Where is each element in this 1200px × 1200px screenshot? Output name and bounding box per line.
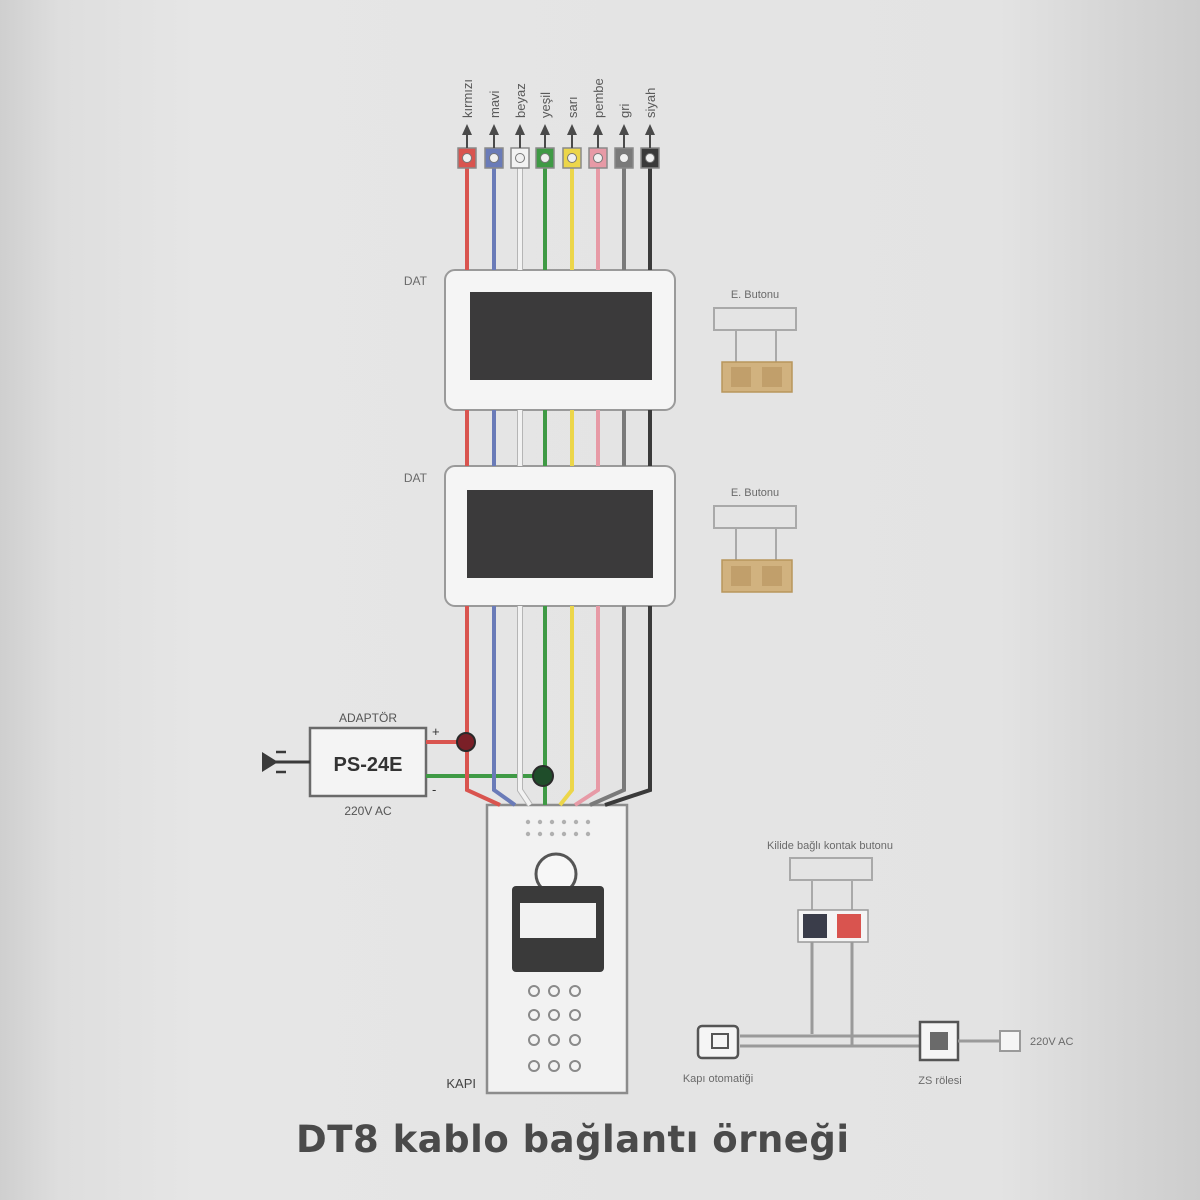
adapter-minus: -	[432, 782, 436, 797]
arrow-up-icon	[540, 124, 550, 135]
wire-layer: kırmızı mavi beyaz yeşil sarı pembe gri siyah	[456, 78, 660, 807]
arrow-up-icon	[567, 124, 577, 135]
adapter-title: ADAPTÖR	[339, 711, 397, 725]
speaker-grille	[525, 819, 591, 837]
contact-button-label: Kilide bağlı kontak butonu	[767, 840, 893, 852]
wire-4-label: yeşil	[538, 92, 553, 118]
wire-5: sarı	[558, 96, 582, 807]
arrow-up-icon	[489, 124, 499, 135]
door-panel	[485, 803, 629, 1095]
lock-label: Kapı otomatiği	[683, 1073, 753, 1085]
junction-positive	[456, 732, 476, 752]
arrow-up-icon	[462, 124, 472, 135]
monitor-2-screen	[467, 490, 653, 578]
wire-5-label: sarı	[565, 96, 580, 118]
monitor-1-label: DAT	[404, 274, 428, 288]
junction-negative	[532, 765, 554, 787]
diagram-labels: DAT DAT E. Butonu E. Butonu ADAPTÖR PS-2…	[334, 274, 1074, 1091]
monitor-1-aux-button	[713, 307, 797, 393]
wire-6-label: pembe	[591, 78, 606, 118]
monitor-1-aux-label: E. Butonu	[731, 289, 779, 301]
relay-label: ZS rölesi	[918, 1075, 961, 1087]
adapter-model: PS-24E	[334, 754, 403, 776]
wire-3: beyaz	[510, 83, 533, 807]
wire-2-label: mavi	[487, 90, 502, 118]
adapter-plus: +	[432, 724, 440, 739]
lock-circuit	[696, 857, 1021, 1062]
wire-8-label: siyah	[643, 88, 658, 118]
ac-plug-icon	[999, 1030, 1021, 1052]
wire-1: kırmızı	[457, 79, 501, 807]
keypad	[528, 985, 581, 1072]
wire-1-label: kırmızı	[460, 79, 475, 118]
diagram-title: DT8 kablo bağlantı örneği	[296, 1118, 850, 1161]
lock-icon	[696, 1024, 740, 1060]
wire-7-label: gri	[617, 103, 632, 118]
monitor-2-aux-label: E. Butonu	[731, 487, 779, 499]
supply-label: 220V AC	[1030, 1036, 1073, 1048]
monitor-2-aux-button	[713, 505, 797, 593]
arrow-up-icon	[619, 124, 629, 135]
wire-8: siyah	[604, 88, 660, 807]
diagram-structure	[262, 269, 1021, 1095]
plug-icon	[262, 752, 278, 772]
wire-6: pembe	[573, 78, 608, 807]
adapter-voltage: 220V AC	[344, 804, 392, 818]
door-panel-label: KAPI	[446, 1076, 476, 1091]
arrow-up-icon	[593, 124, 603, 135]
arrow-up-icon	[645, 124, 655, 135]
wire-4: yeşil	[535, 92, 555, 805]
monitor-2-label: DAT	[404, 471, 428, 485]
arrow-up-icon	[515, 124, 525, 135]
wire-7: gri	[589, 103, 634, 807]
adapter	[262, 726, 543, 798]
wire-2: mavi	[484, 90, 517, 807]
monitor-1-screen	[470, 292, 652, 380]
wire-3-label: beyaz	[513, 83, 528, 118]
